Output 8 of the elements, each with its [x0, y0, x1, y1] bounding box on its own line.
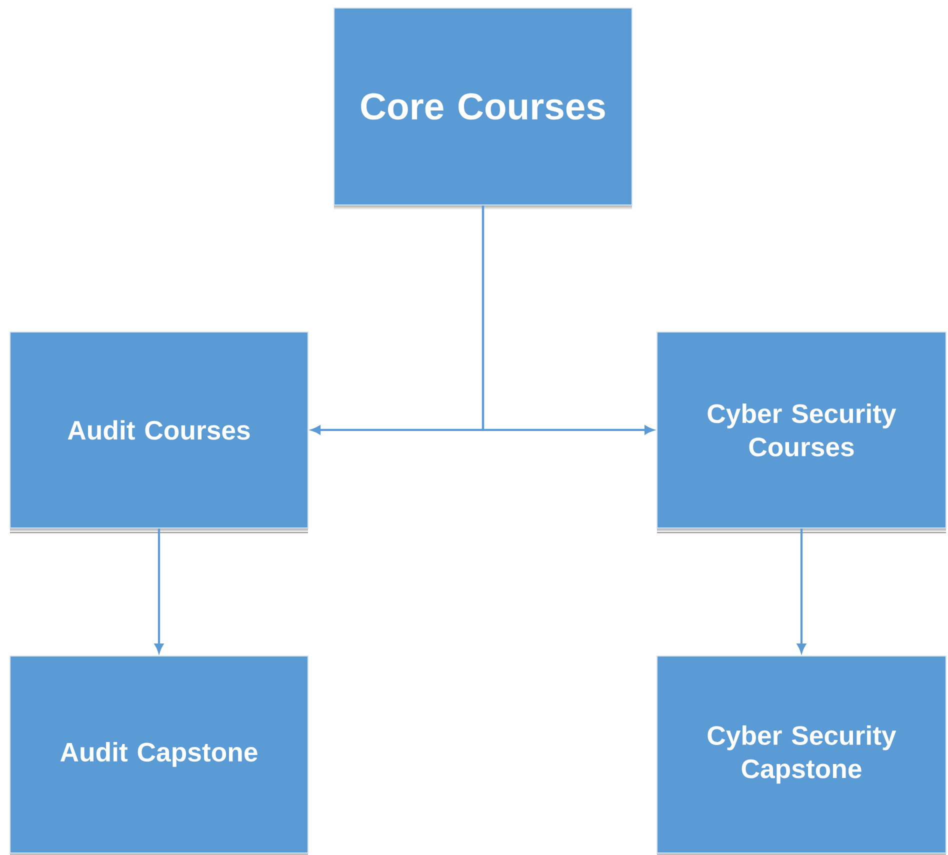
course-box: Audit Courses: [9, 331, 309, 533]
arrow: [797, 528, 806, 653]
course-box: Core Courses: [333, 7, 633, 210]
arrow: [482, 206, 654, 434]
course-box: Cyber Security Courses: [656, 331, 947, 533]
arrow: [154, 528, 164, 653]
course-box: Cyber Security Capstone: [656, 655, 947, 855]
course-box: Audit Capstone: [9, 655, 309, 855]
